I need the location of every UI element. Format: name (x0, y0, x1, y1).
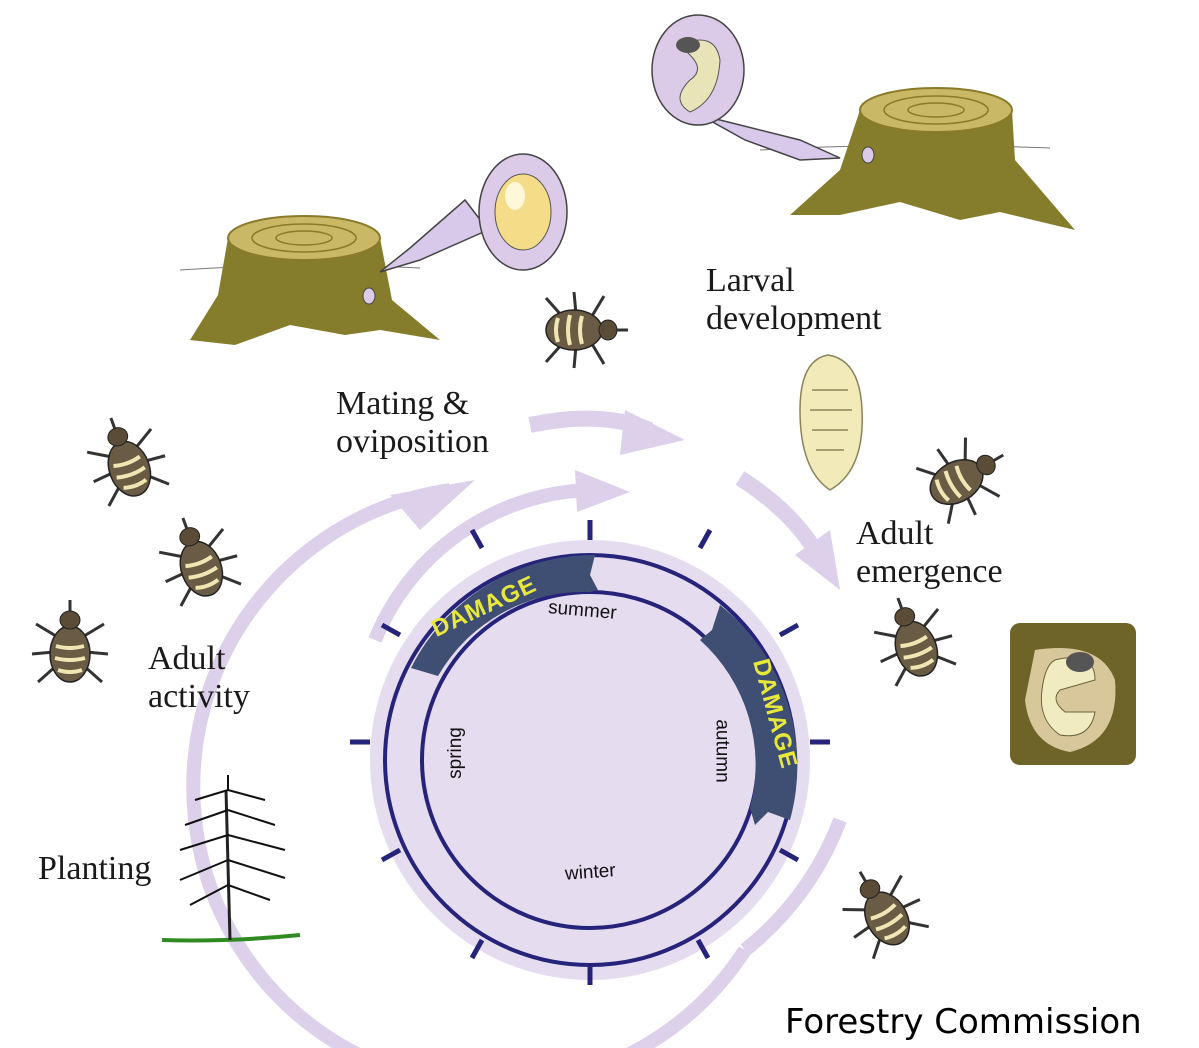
weevil-illustration (862, 585, 961, 688)
label-larval-line1: Larval (706, 262, 795, 300)
larva-chamber-illustration (1010, 623, 1136, 765)
label-planting: Planting (38, 850, 151, 888)
pupa-illustration (800, 355, 862, 490)
cycle-arrow-inner-head (575, 470, 630, 512)
weevil-illustration (32, 600, 108, 682)
label-activity-line2: activity (148, 678, 250, 716)
cycle-arrow-outer-head (390, 480, 475, 530)
credit-text: Forestry Commission (785, 1002, 1142, 1042)
season-autumn: autumn (711, 719, 733, 782)
season-ring (350, 520, 830, 985)
seedling-illustration (162, 775, 300, 940)
larva-callout (652, 15, 840, 160)
weevil-illustration (827, 853, 934, 962)
egg-callout (380, 154, 567, 272)
cycle-arrow-right (740, 478, 815, 550)
label-larval-line2: development (706, 300, 882, 338)
label-emergence-line1: Adult (856, 515, 933, 553)
weevil-illustration (913, 422, 1022, 529)
season-winter: winter (564, 860, 616, 885)
label-mating-line2: oviposition (336, 423, 489, 461)
label-mating-line1: Mating & (336, 385, 469, 423)
weevil-illustration (546, 292, 628, 368)
cycle-arrow-top-head (620, 410, 685, 455)
weevil-illustration (147, 505, 246, 608)
stump-oviposition (180, 216, 440, 345)
weevil-illustration (75, 405, 174, 508)
label-emergence-line2: emergence (856, 553, 1003, 591)
season-spring: spring (445, 727, 467, 779)
label-activity-line1: Adult (148, 640, 225, 678)
